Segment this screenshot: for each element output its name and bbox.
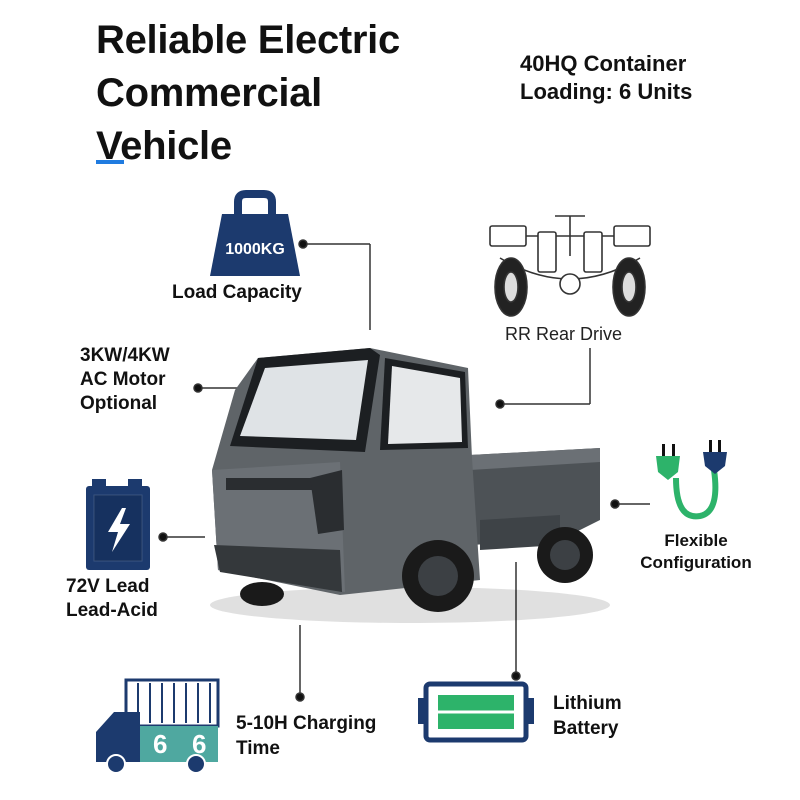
rear-drive-label: RR Rear Drive — [505, 324, 623, 344]
container-loading-note: 40HQ Container Loading: 6 Units — [520, 50, 692, 106]
container-note-line-1: 40HQ Container — [520, 51, 687, 76]
motor-line-2: AC Motor — [80, 369, 166, 390]
lithium-line-1: Lithium — [553, 693, 622, 714]
plug-icon — [673, 469, 719, 520]
lithium-battery-icon — [418, 681, 534, 743]
weight-icon — [210, 190, 300, 276]
config-feature: Flexible Configuration — [626, 530, 766, 574]
title-underline — [96, 160, 124, 164]
electric-vehicle-image — [210, 348, 610, 623]
load-capacity-feature: 1000KG — [205, 232, 305, 260]
title-line-2: Commercial — [96, 71, 322, 115]
page-title: Reliable Electric Commercial Vehicle — [96, 14, 496, 173]
lead-battery-line-2: Lead-Acid — [66, 600, 158, 621]
container-truck-icon — [96, 678, 220, 774]
motor-feature: 3KW/4KW AC Motor Optional — [80, 345, 170, 415]
truck-number-right: 6 — [192, 729, 207, 759]
motor-line-3: Optional — [80, 393, 158, 414]
lithium-feature: Lithium Battery — [553, 693, 622, 740]
config-line-1: Flexible — [664, 531, 728, 550]
container-note-line-2: Loading: 6 Units — [520, 79, 693, 104]
config-line-2: Configuration — [640, 553, 752, 572]
motor-line-1: 3KW/4KW — [80, 345, 170, 366]
truck-number-left: 6 — [153, 729, 168, 759]
lead-battery-feature: 72V Lead Lead-Acid — [66, 576, 158, 622]
lithium-line-2: Battery — [553, 718, 619, 739]
load-capacity-label: Load Capacity — [172, 282, 302, 303]
leader-lines — [158, 239, 650, 702]
suspension-axle-icon — [489, 215, 651, 317]
charging-line-1: 5-10H Charging — [236, 713, 377, 734]
battery-bolt-icon — [86, 479, 150, 570]
load-badge-text: 1000KG — [225, 241, 285, 258]
charging-feature: 5-10H Charging Time — [236, 713, 376, 760]
charging-line-2: Time — [236, 738, 281, 759]
lead-battery-line-1: 72V Lead — [66, 576, 150, 597]
title-line-1: Reliable Electric — [96, 18, 400, 62]
